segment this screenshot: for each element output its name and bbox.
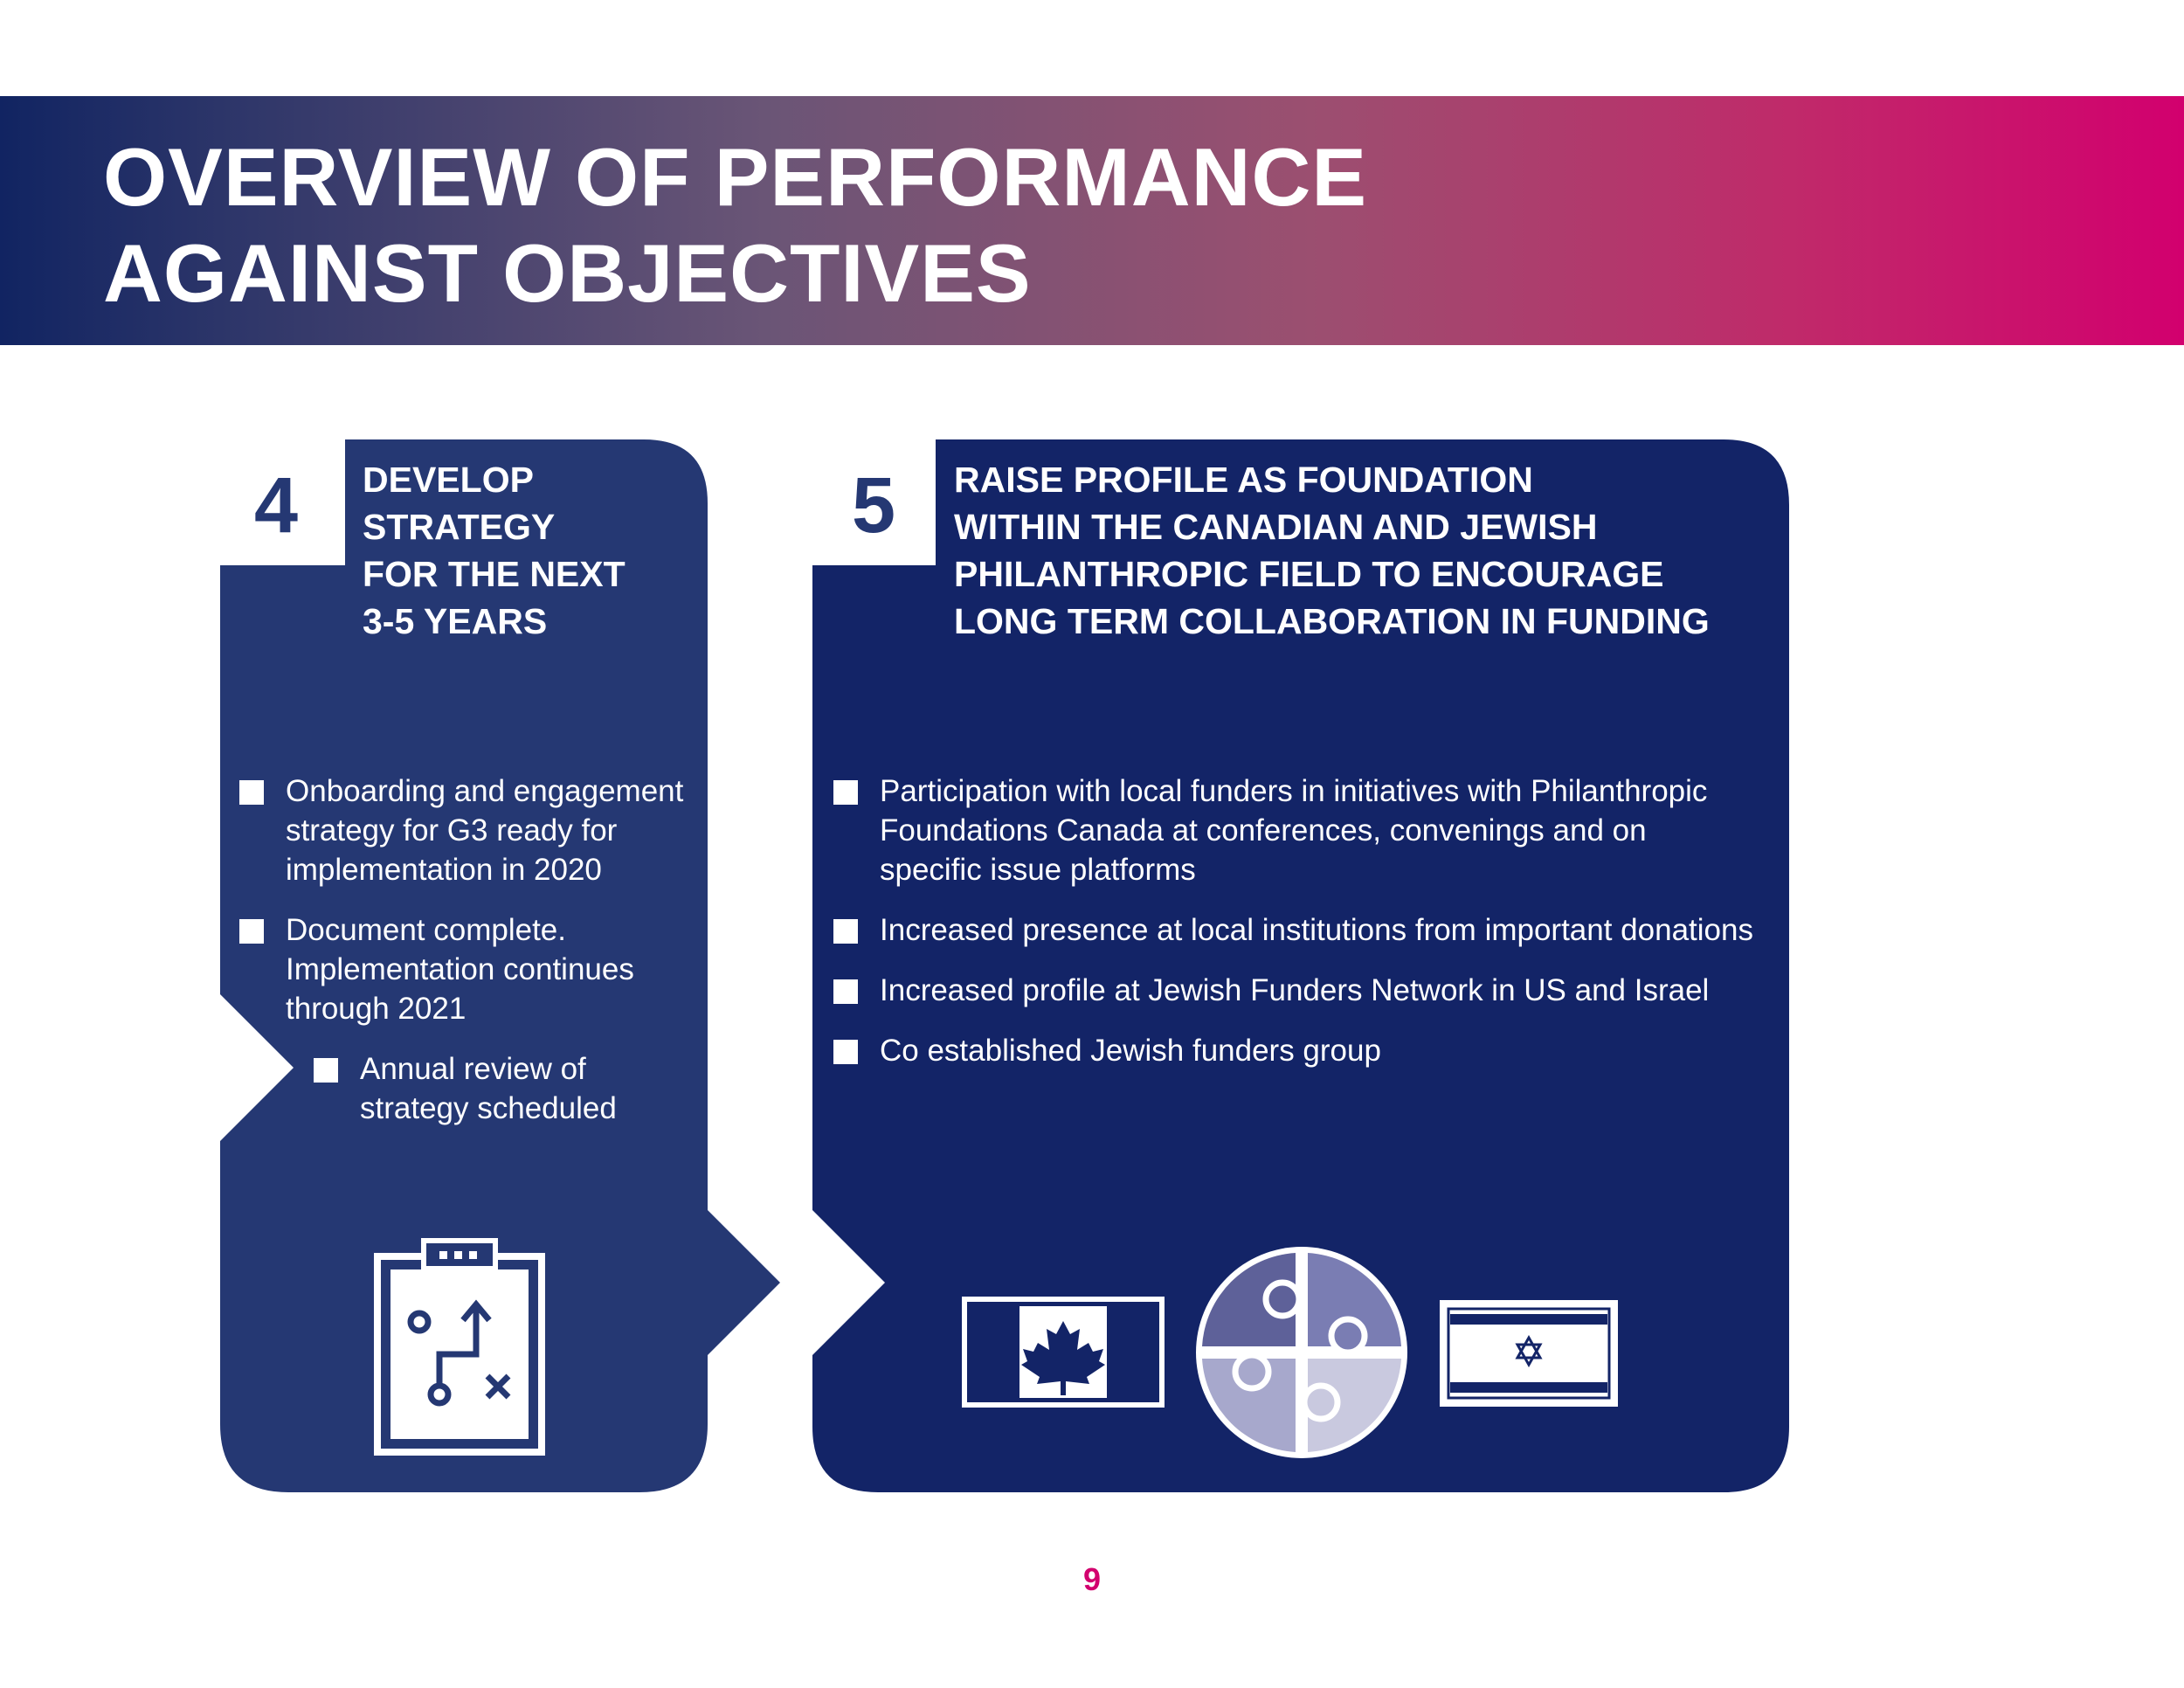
header-band xyxy=(0,96,2184,345)
sub-list-item: Annual review of strategy scheduled xyxy=(314,1049,648,1128)
objective-5-panel xyxy=(812,439,1789,1492)
page-title: OVERVIEW OF PERFORMANCE AGAINST OBJECTIV… xyxy=(103,131,1368,319)
list-item: Document complete. Implementation contin… xyxy=(239,910,694,1028)
bullet-square-icon xyxy=(833,1040,858,1064)
list-item: Increased presence at local institutions… xyxy=(833,910,1786,950)
objective-4-number: 4 xyxy=(254,462,299,550)
objective-4-bullets: Onboarding and engagement strategy for G… xyxy=(239,771,694,1149)
canada-flag-icon xyxy=(962,1297,1165,1408)
puzzle-icon xyxy=(1196,1247,1407,1458)
objective-5-heading: RAISE PROFILE AS FOUNDATION WITHIN THE C… xyxy=(954,460,1710,641)
bullet-square-icon xyxy=(239,919,264,944)
list-item: Increased profile at Jewish Funders Netw… xyxy=(833,971,1786,1010)
bullet-square-icon xyxy=(314,1058,338,1083)
bullet-square-icon xyxy=(833,780,858,805)
objective-5-number: 5 xyxy=(852,462,896,550)
objective-4-heading: DEVELOP STRATEGY FOR THE NEXT 3-5 YEARS xyxy=(363,460,625,641)
strategy-clipboard-icon xyxy=(374,1238,545,1456)
bullet-square-icon xyxy=(239,780,264,805)
list-item: Onboarding and engagement strategy for G… xyxy=(239,771,694,889)
page-number: 9 xyxy=(1082,1561,1102,1597)
list-item: Co established Jewish funders group xyxy=(833,1031,1786,1070)
objective-5-bullets: Participation with local funders in init… xyxy=(833,771,1786,1091)
list-item: Participation with local funders in init… xyxy=(833,771,1736,889)
israel-flag-icon xyxy=(1440,1300,1618,1407)
objective-4-panel xyxy=(220,439,780,1492)
bullet-square-icon xyxy=(833,979,858,1004)
bullet-square-icon xyxy=(833,919,858,944)
